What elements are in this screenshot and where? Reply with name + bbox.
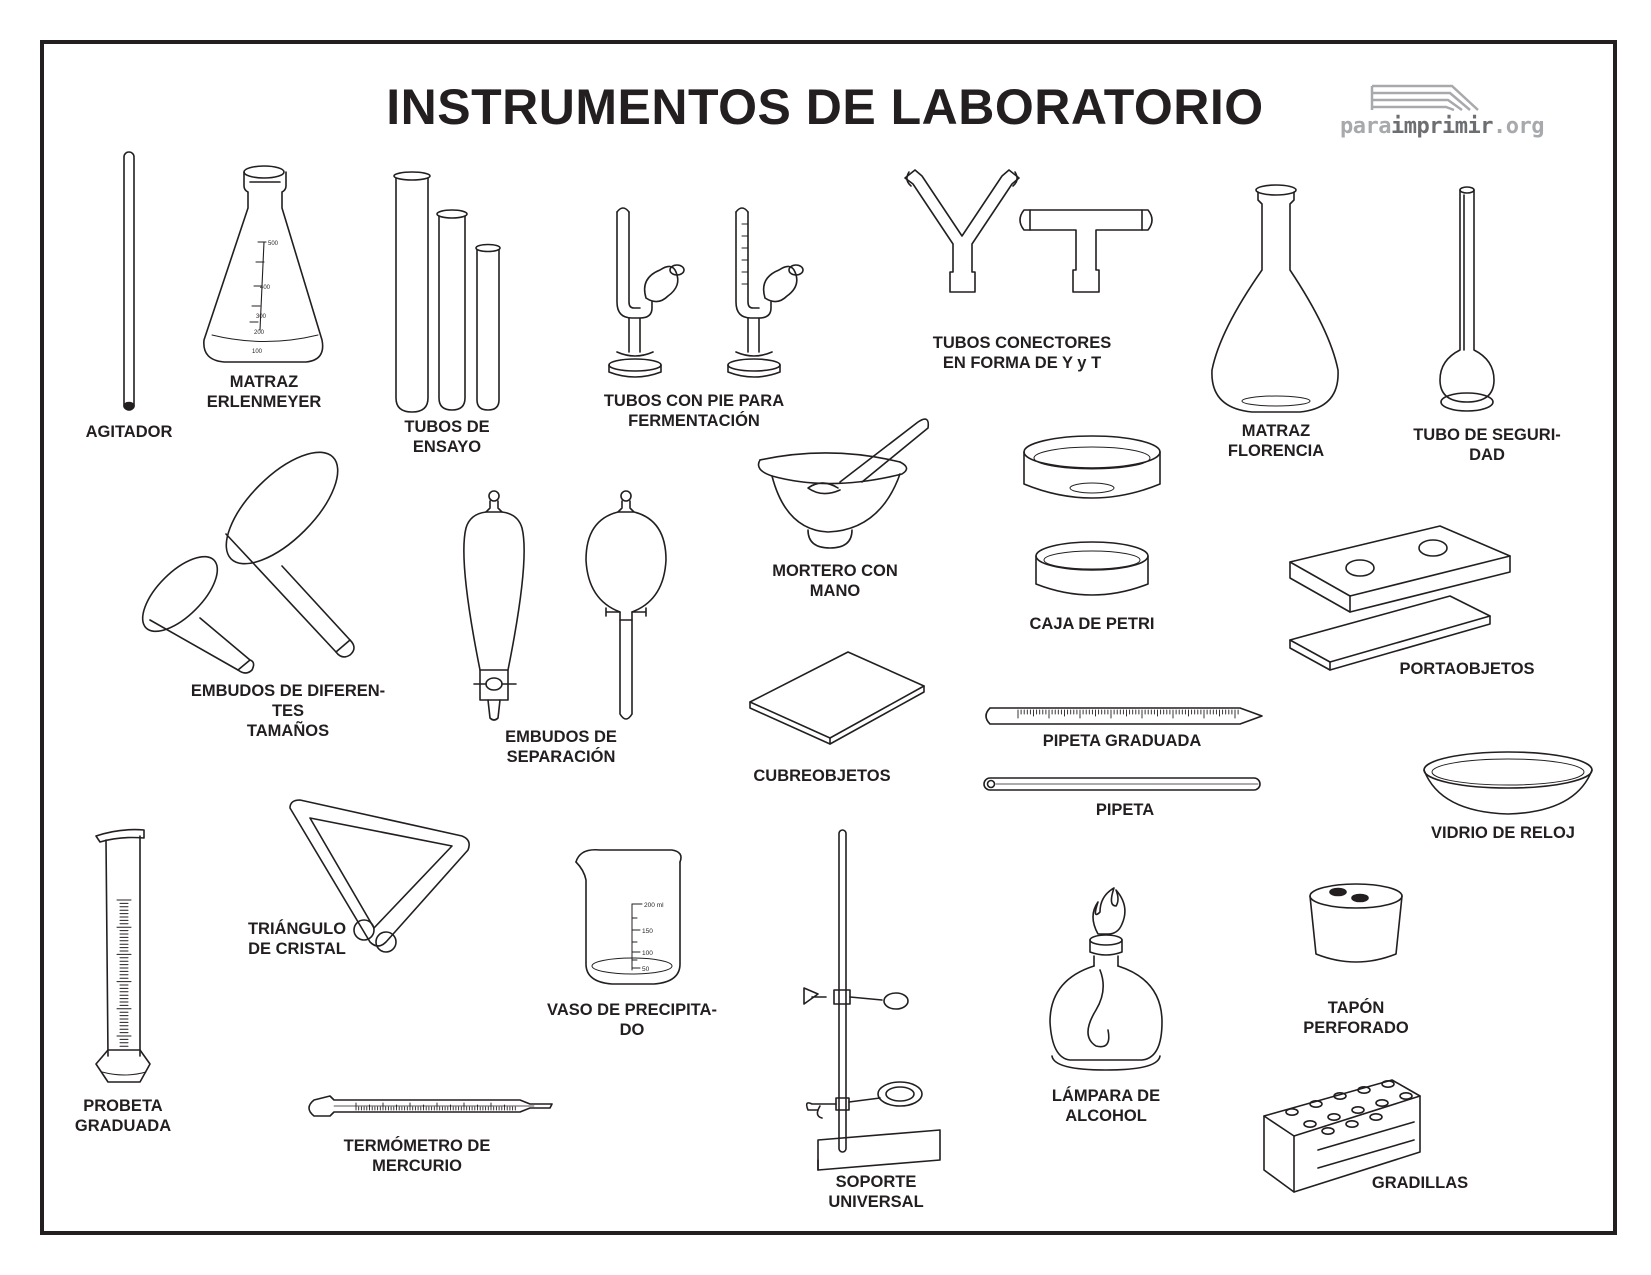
- label-vidrio-de-reloj: VIDRIO DE RELOJ: [1431, 824, 1575, 842]
- cover-slip-icon: [749, 651, 925, 745]
- erlenmeyer-flask-icon: 500 400 300 200 100: [203, 165, 324, 363]
- mortar-and-pestle-icon: [757, 418, 930, 549]
- petri-dish-icon: [1023, 435, 1161, 596]
- test-tubes-icon: [393, 171, 501, 413]
- pipette-icon: [983, 777, 1261, 791]
- rack-hole: [1333, 1092, 1347, 1101]
- safety-tube-icon: [1439, 186, 1495, 412]
- poster-frame: [40, 40, 1617, 1235]
- site-logo: paraimprimir.org: [1340, 80, 1544, 142]
- erlenmeyer-scale-200: 200: [254, 330, 265, 336]
- separatory-funnels-icon: [463, 490, 667, 721]
- erlenmeyer-scale-100: 100: [252, 349, 263, 355]
- funnels-icon: [141, 451, 355, 674]
- erlenmeyer-scale-500: 500: [268, 241, 279, 247]
- erlenmeyer-scale-400: 400: [260, 285, 271, 291]
- rack-hole: [1321, 1127, 1335, 1136]
- mercury-thermometer-icon: [308, 1095, 553, 1117]
- universal-stand-icon: [803, 829, 941, 1171]
- watch-glass-icon: [1423, 751, 1593, 815]
- rack-hole: [1285, 1108, 1299, 1117]
- fermentation-tubes-icon: [608, 207, 804, 378]
- stirring-rod-icon: [123, 151, 135, 411]
- beaker-icon: 200 ml 150 100 50: [575, 848, 682, 985]
- logo-text: paraimprimir.org: [1340, 114, 1544, 139]
- beaker-scale-50: 50: [642, 966, 650, 973]
- rack-hole: [1327, 1113, 1341, 1122]
- label-vaso-de-precipitado: VASO DE PRECIPITA-DO: [547, 1001, 717, 1039]
- beaker-scale-150: 150: [642, 928, 653, 935]
- florence-flask-icon: [1211, 184, 1339, 413]
- rack-hole: [1357, 1086, 1371, 1095]
- rack-hole: [1375, 1099, 1389, 1108]
- connector-tubes-icon: [904, 169, 1153, 293]
- graduated-pipette-ticks: [1017, 709, 1239, 719]
- rack-hole: [1309, 1100, 1323, 1109]
- beaker-scale-100: 100: [642, 950, 653, 957]
- rack-hole: [1399, 1092, 1413, 1101]
- graduated-pipette-icon: [985, 707, 1263, 725]
- label-pipeta: PIPETA: [1095, 801, 1155, 819]
- label-pipeta-graduada: PIPETA GRADUADA: [1042, 732, 1202, 750]
- rack-hole: [1369, 1113, 1383, 1122]
- label-portaobjetos: PORTAOBJETOS: [1399, 660, 1535, 678]
- label-tubo-de-seguridad: TUBO DE SEGURI-DAD: [1413, 426, 1561, 464]
- glass-triangle-icon: [289, 799, 470, 953]
- beaker-scale-200: 200 ml: [644, 902, 664, 909]
- rack-hole: [1303, 1120, 1317, 1129]
- perforated-stopper-icon: [1309, 883, 1403, 963]
- page-title: INSTRUMENTOS DE LABORATORIO: [386, 79, 1264, 135]
- microscope-slides-icon: [1289, 525, 1511, 671]
- label-cubreobjetos: CUBREOBJETOS: [753, 767, 891, 785]
- rack-hole: [1351, 1106, 1365, 1115]
- logo-graphic-icon: [1370, 84, 1479, 112]
- label-caja-de-petri: CAJA DE PETRI: [1029, 615, 1155, 633]
- rack-hole: [1381, 1080, 1395, 1089]
- alcohol-lamp-icon: [1049, 887, 1163, 1071]
- erlenmeyer-scale-300: 300: [256, 314, 267, 320]
- test-tube-rack-icon: [1263, 1079, 1421, 1193]
- graduated-cylinder-icon: [95, 828, 151, 1083]
- label-gradillas: GRADILLAS: [1371, 1174, 1469, 1192]
- label-agitador: AGITADOR: [85, 423, 173, 441]
- rack-hole: [1345, 1120, 1359, 1129]
